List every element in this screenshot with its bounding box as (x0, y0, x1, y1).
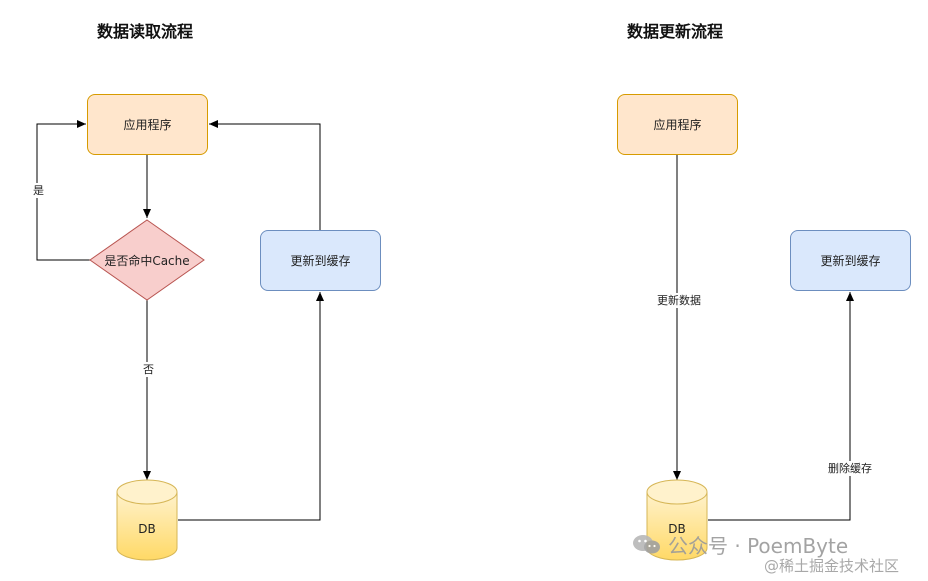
edge-label-yes: 是 (31, 183, 46, 198)
db-cylinder-right (646, 479, 708, 561)
right-db-label: DB (668, 522, 686, 536)
decision-diamond (89, 219, 205, 301)
edge-update-cache-to-app (209, 120, 321, 230)
edge-label-delete-cache: 删除缓存 (826, 461, 874, 476)
left-db-label: DB (138, 522, 156, 536)
right-app-node: 应用程序 (617, 94, 738, 155)
decision-label: 是否命中Cache (104, 253, 190, 268)
right-update-cache-node: 更新到缓存 (790, 230, 911, 291)
watermark-account: 公众号 · PoemByte (632, 530, 848, 559)
edge-label-no: 否 (141, 362, 156, 377)
left-app-node: 应用程序 (87, 94, 208, 155)
edge-db-to-update-cache (178, 292, 324, 521)
edge-label-update-data: 更新数据 (655, 293, 703, 308)
edge-db-to-update-cache-right (708, 292, 854, 521)
watermark-community: @稀土掘金技术社区 (764, 557, 900, 575)
watermark-account-text: 公众号 · PoemByte (668, 534, 849, 558)
right-title: 数据更新流程 (627, 22, 724, 41)
db-cylinder-left (116, 479, 178, 561)
left-title: 数据读取流程 (97, 22, 194, 41)
wechat-icon (633, 534, 660, 553)
left-update-cache-node: 更新到缓存 (260, 230, 381, 291)
